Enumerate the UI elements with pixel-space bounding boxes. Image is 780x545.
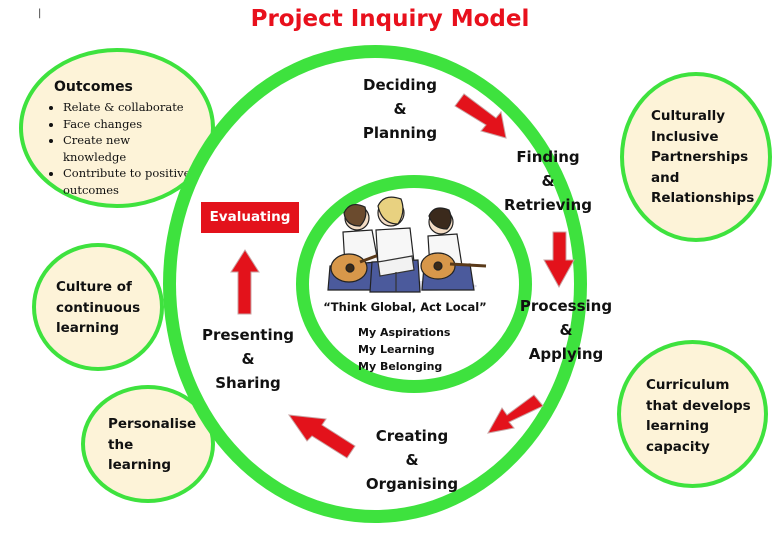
stage-processing-applying: Processing & Applying (519, 297, 613, 363)
center-pillars: My Aspirations My Learning My Belonging (358, 326, 451, 373)
partnerships-bubble (620, 72, 772, 242)
diagram-title: Project Inquiry Model (250, 6, 530, 32)
corner-mark: | (38, 8, 42, 19)
center-motto: “Think Global, Act Local” (323, 300, 487, 314)
outcome-item: Face changes (63, 116, 191, 133)
stage-finding-retrieving: Finding & Retrieving (504, 148, 592, 214)
outcome-item: Create new knowledge (63, 132, 191, 165)
partnerships-text: Culturally Inclusive Partnerships and Re… (651, 108, 755, 206)
stage-creating-organising: Creating & Organising (365, 427, 459, 493)
stage-deciding-planning: Deciding & Planning (362, 76, 438, 142)
stage-evaluating: Evaluating (201, 202, 299, 233)
curriculum-bubble (617, 340, 768, 488)
outcomes-list: Relate & collaborate Face changes Create… (50, 99, 191, 198)
curriculum-text: Curriculum that develops learning capaci… (646, 377, 751, 455)
outcome-item: Contribute to positive outcomes (63, 165, 191, 198)
arrow-finding-to-processing (543, 231, 575, 289)
cycle-arrows (230, 93, 575, 459)
students-illustration (327, 196, 487, 293)
arrow-processing-to-creating (487, 394, 544, 434)
culture-bubble (32, 243, 164, 371)
culture-text: Culture of continuous learning (56, 279, 141, 336)
outcome-item: Relate & collaborate (63, 99, 191, 116)
personalise-text: Personalise the learning (108, 416, 197, 473)
arrow-creating-to-presenting (287, 414, 356, 459)
stage-presenting-sharing: Presenting & Sharing (201, 326, 295, 392)
arrow-presenting-to-evaluating (230, 249, 260, 315)
arrow-deciding-to-finding (454, 93, 507, 139)
outcomes-heading: Outcomes (54, 79, 133, 95)
